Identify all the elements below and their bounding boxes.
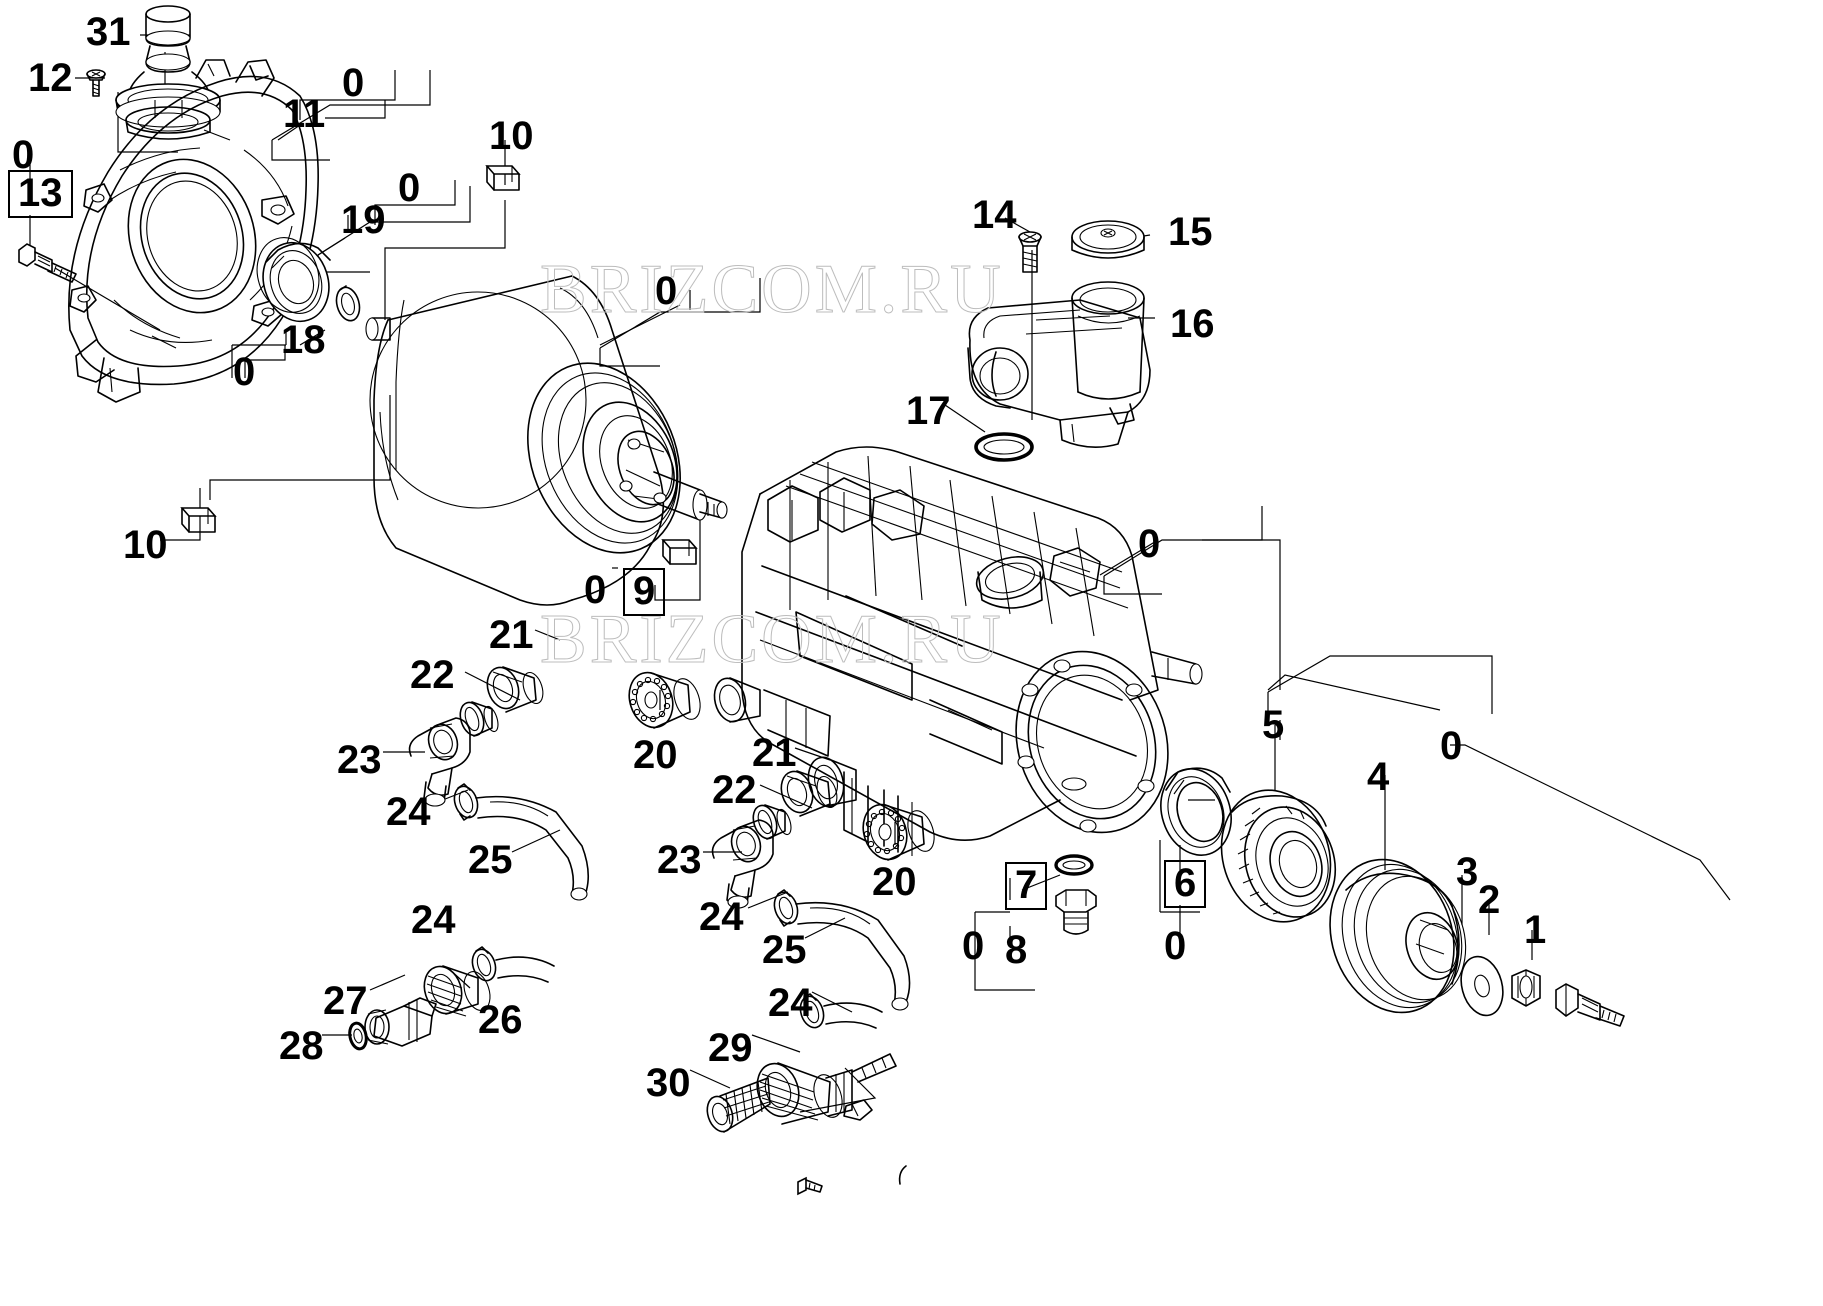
part-31-shift-lever-boot: [115, 5, 221, 128]
callout-22: 22: [712, 768, 757, 812]
callout-0: 0: [1138, 522, 1161, 566]
part-10-woodruff-key-lower: [180, 507, 217, 533]
callout-20: 20: [872, 860, 917, 904]
callout-7: 7: [1005, 862, 1048, 910]
callout-19: 19: [341, 198, 386, 242]
fitting-assembly-left: [348, 946, 555, 1051]
callout-0: 0: [962, 924, 985, 968]
fitting-assembly-center: [706, 993, 907, 1196]
part-11-bell-housing-cover: [68, 59, 319, 403]
callout-30: 30: [646, 1061, 691, 1105]
callout-12: 12: [28, 56, 73, 100]
part-9-woodruff-key: [661, 539, 698, 565]
part-3-flat-washer: [1460, 955, 1504, 1017]
part-8-drain-plug: [1055, 889, 1097, 935]
callout-24: 24: [699, 895, 744, 939]
hose-assembly-center: [711, 770, 911, 1011]
callout-26: 26: [478, 998, 523, 1042]
callout-0: 0: [233, 350, 256, 394]
callout-24: 24: [386, 790, 431, 834]
callout-29: 29: [708, 1026, 753, 1070]
callout-9: 9: [623, 568, 666, 616]
callout-5: 5: [1262, 703, 1285, 747]
callout-28: 28: [279, 1024, 324, 1068]
callout-20: 20: [633, 733, 678, 777]
part-13-hex-bolt: [18, 243, 77, 283]
callout-23: 23: [337, 738, 382, 782]
callout-10: 10: [123, 523, 168, 567]
callout-0: 0: [655, 269, 678, 313]
callout-21: 21: [489, 613, 534, 657]
part-16-breather-neck: [1071, 281, 1145, 400]
callout-6: 6: [1164, 860, 1207, 908]
callout-11: 11: [283, 92, 326, 136]
hose-assembly-left: [408, 666, 590, 901]
callout-10: 10: [489, 114, 534, 158]
callout-16: 16: [1170, 302, 1215, 346]
part-2-lock-nut: [1511, 969, 1541, 1007]
part-14-flat-head-screw: [1018, 231, 1042, 273]
callout-21: 21: [752, 731, 797, 775]
group-brackets: [231, 70, 1493, 991]
callout-24: 24: [411, 898, 456, 942]
part-15-filler-cap: [1071, 220, 1145, 259]
part-19-ball-bearing: [256, 237, 331, 323]
callout-23: 23: [657, 838, 702, 882]
callout-0: 0: [584, 568, 607, 612]
callout-1: 1: [1524, 908, 1547, 952]
part-20-coupling-sleeve-left: [628, 671, 701, 729]
callout-31: 31: [86, 10, 131, 54]
callout-15: 15: [1168, 210, 1213, 254]
callout-18: 18: [281, 318, 326, 362]
callout-24: 24: [768, 981, 813, 1025]
callout-2: 2: [1478, 878, 1501, 922]
part-4-pulley-drum: [1329, 858, 1467, 1014]
part-10-woodruff-key-upper: [485, 165, 521, 191]
part-6-oil-seal: [1160, 767, 1232, 856]
callout-25: 25: [468, 838, 513, 882]
part-20-coupling-sleeve-right: [862, 803, 935, 861]
main-case-housing: [713, 446, 1203, 856]
callout-25: 25: [762, 928, 807, 972]
callout-0: 0: [1440, 724, 1463, 768]
part-17-o-ring: [974, 432, 1034, 462]
callout-0: 0: [342, 61, 365, 105]
part-12-pan-head-screw: [86, 69, 106, 97]
rotor-armature-assembly: [365, 275, 728, 606]
callout-0: 0: [398, 166, 421, 210]
part-18-snap-ring: [335, 285, 361, 322]
callout-4: 4: [1367, 755, 1390, 799]
callout-0: 0: [1164, 924, 1187, 968]
callout-17: 17: [906, 389, 951, 433]
callout-3: 3: [1456, 850, 1479, 894]
callout-8: 8: [1005, 928, 1028, 972]
callout-14: 14: [972, 193, 1017, 237]
part-7-o-ring: [1054, 854, 1094, 876]
callout-22: 22: [410, 653, 455, 697]
callout-0: 0: [12, 133, 35, 177]
breather-housing-body: [967, 299, 1151, 448]
part-5-tapered-roller-bearing: [1220, 789, 1337, 923]
part-1-hex-bolt: [1555, 983, 1625, 1027]
callout-27: 27: [323, 979, 368, 1023]
callout-13: 13: [8, 170, 73, 218]
